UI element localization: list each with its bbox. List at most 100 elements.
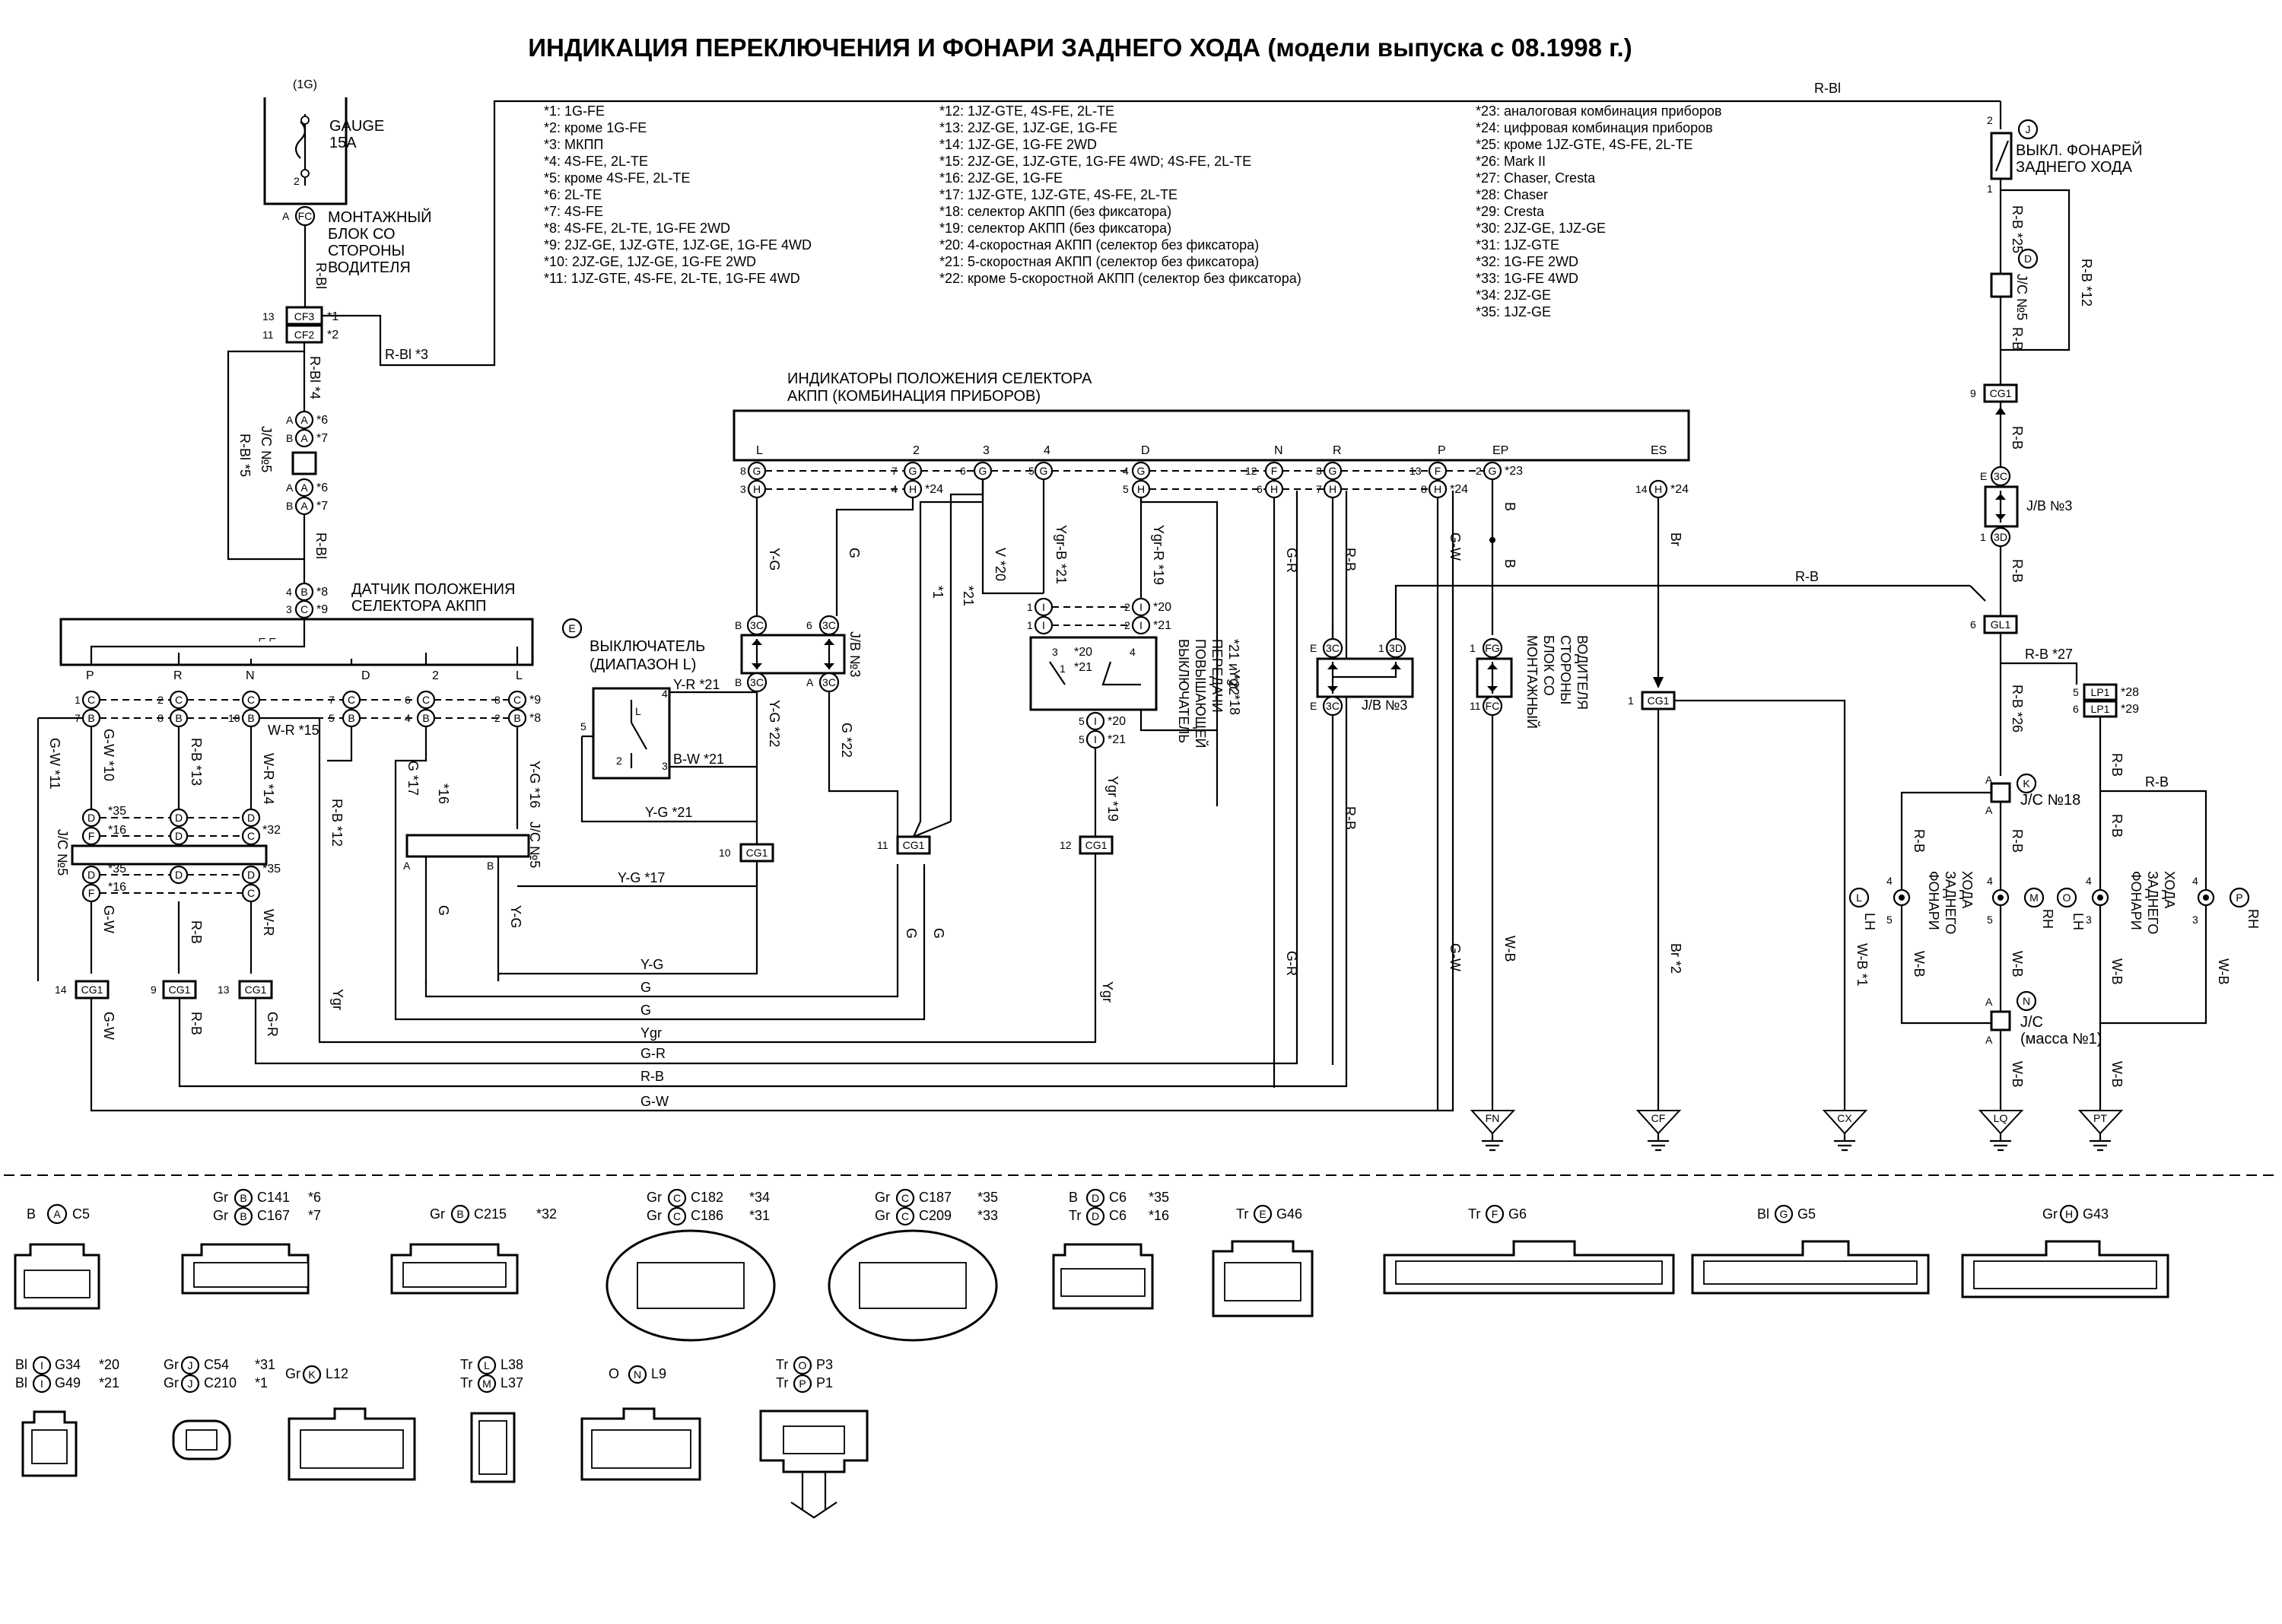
svg-text:1: 1	[1027, 619, 1033, 631]
svg-text:CG1: CG1	[245, 984, 267, 996]
svg-text:ПОВЫШАЮЩЕЙ: ПОВЫШАЮЩЕЙ	[1193, 639, 1209, 748]
svg-text:4: 4	[892, 483, 898, 495]
svg-text:4: 4	[1886, 875, 1893, 887]
svg-text:V *20: V *20	[993, 548, 1008, 581]
svg-text:C6: C6	[1109, 1190, 1127, 1205]
svg-text:D: D	[87, 812, 95, 824]
svg-text:13: 13	[218, 984, 230, 996]
svg-text:5: 5	[329, 712, 335, 724]
svg-text:Gr: Gr	[213, 1208, 228, 1223]
svg-text:H: H	[2065, 1208, 2073, 1220]
svg-text:J/C №5: J/C №5	[259, 426, 274, 472]
svg-text:*35: *35	[1149, 1190, 1169, 1205]
svg-text:LP1: LP1	[2091, 703, 2110, 715]
svg-text:4: 4	[662, 688, 668, 700]
svg-text:АКПП (КОМБИНАЦИЯ ПРИБОРОВ): АКПП (КОМБИНАЦИЯ ПРИБОРОВ)	[787, 388, 1041, 405]
svg-text:D: D	[247, 812, 255, 824]
svg-text:C209: C209	[919, 1208, 952, 1223]
svg-text:C: C	[300, 603, 308, 615]
svg-text:5: 5	[1987, 914, 1993, 926]
svg-text:LP1: LP1	[2091, 686, 2110, 698]
svg-text:RH: RH	[2245, 909, 2261, 929]
svg-text:*6: *6	[308, 1190, 321, 1205]
svg-text:2: 2	[1987, 114, 1993, 126]
svg-text:O: O	[799, 1359, 807, 1371]
svg-text:C: C	[247, 830, 255, 842]
svg-text:*35: *35	[108, 863, 126, 876]
svg-text:13: 13	[1410, 465, 1422, 477]
svg-text:Tr: Tr	[776, 1375, 788, 1390]
svg-text:R-B: R-B	[2010, 829, 2025, 853]
svg-text:B: B	[286, 432, 293, 444]
svg-text:F: F	[88, 887, 95, 899]
svg-text:B: B	[1069, 1190, 1078, 1205]
svg-text:*34: *34	[749, 1190, 770, 1205]
svg-text:12: 12	[1245, 465, 1257, 477]
svg-text:3: 3	[1052, 646, 1058, 658]
svg-text:D: D	[1092, 1192, 1099, 1204]
svg-text:L37: L37	[501, 1375, 523, 1390]
svg-text:G: G	[847, 548, 862, 558]
svg-text:W-R *14: W-R *14	[261, 753, 276, 805]
svg-text:CG1: CG1	[903, 839, 925, 851]
svg-text:R-B: R-B	[1343, 548, 1358, 571]
svg-text:H: H	[1329, 483, 1336, 495]
svg-text:C215: C215	[474, 1206, 507, 1222]
svg-text:R-B *26: R-B *26	[2010, 685, 2025, 733]
svg-text:12: 12	[1060, 839, 1072, 851]
svg-text:G-R: G-R	[1284, 951, 1299, 976]
cg1-center: CG1 10 Y-G *17 CG1 11 CG1 12	[517, 820, 1114, 888]
svg-text:*9: *9	[529, 694, 541, 707]
svg-text:B-W *21: B-W *21	[673, 752, 724, 767]
svg-text:W-B: W-B	[2010, 1061, 2025, 1088]
svg-text:G: G	[753, 465, 761, 477]
svg-text:I: I	[1139, 601, 1143, 613]
svg-text:ES: ES	[1651, 444, 1667, 457]
notes-col2: *12: 1JZ-GTE, 4S-FE, 2L-TE *13: 2JZ-GE, …	[939, 103, 1302, 286]
svg-text:R-Bl: R-Bl	[313, 262, 329, 289]
svg-text:R-B: R-B	[189, 1012, 204, 1035]
svg-text:Y-G *16: Y-G *16	[527, 761, 542, 808]
svg-text:G: G	[909, 465, 917, 477]
svg-text:G-R: G-R	[1284, 548, 1299, 573]
svg-text:*27: Chaser, Cresta: *27: Chaser, Cresta	[1476, 170, 1596, 186]
svg-text:6: 6	[1257, 483, 1263, 495]
svg-text:E: E	[568, 622, 575, 634]
svg-text:W-R: W-R	[261, 909, 276, 936]
svg-text:*20: *20	[1153, 601, 1171, 614]
svg-text:J: J	[2026, 123, 2031, 135]
svg-text:G: G	[640, 980, 651, 995]
svg-text:(1G): (1G)	[293, 78, 317, 91]
svg-text:I: I	[40, 1359, 43, 1371]
svg-text:*9: 2JZ-GE, 1JZ-GTE, 1JZ-GE, 1: *9: 2JZ-GE, 1JZ-GTE, 1JZ-GE, 1G-FE 4WD	[544, 237, 812, 253]
svg-text:11: 11	[262, 329, 274, 341]
svg-text:Y-G: Y-G	[767, 548, 782, 570]
svg-text:A: A	[300, 481, 308, 494]
svg-text:*7: 4S-FE: *7: 4S-FE	[544, 204, 603, 219]
svg-text:*2: кроме 1G-FE: *2: кроме 1G-FE	[544, 120, 647, 135]
svg-text:M: M	[482, 1378, 491, 1390]
svg-text:*2: *2	[327, 329, 338, 342]
svg-text:J/C №5: J/C №5	[527, 822, 542, 868]
svg-text:R-B: R-B	[2010, 327, 2025, 351]
sensor-outputs: G-W *10 G-W *11 R-B *13 W-R *14 R-B *12 …	[37, 717, 542, 981]
svg-text:B: B	[348, 712, 354, 724]
svg-text:G: G	[1489, 465, 1497, 477]
svg-text:C6: C6	[1109, 1208, 1127, 1223]
svg-text:L12: L12	[326, 1366, 348, 1381]
grounds: FN CF CX LQ PT	[1470, 1110, 2124, 1152]
svg-text:8: 8	[494, 694, 501, 706]
svg-text:1: 1	[75, 694, 81, 706]
svg-text:G: G	[1040, 465, 1048, 477]
svg-text:*13: 2JZ-GE, 1JZ-GE, 1G-FE: *13: 2JZ-GE, 1JZ-GE, 1G-FE	[939, 120, 1117, 135]
svg-text:*25: кроме 1JZ-GTE, 4S-FE, 2L-: *25: кроме 1JZ-GTE, 4S-FE, 2L-TE	[1476, 137, 1692, 152]
svg-text:G: G	[904, 928, 919, 939]
svg-text:7: 7	[329, 694, 335, 706]
svg-text:*26: Mark II: *26: Mark II	[1476, 154, 1546, 169]
svg-text:5: 5	[1886, 914, 1893, 926]
svg-text:P: P	[2236, 891, 2242, 904]
svg-text:L: L	[635, 705, 641, 717]
svg-text:D: D	[175, 869, 183, 881]
svg-text:Gr: Gr	[213, 1190, 228, 1205]
